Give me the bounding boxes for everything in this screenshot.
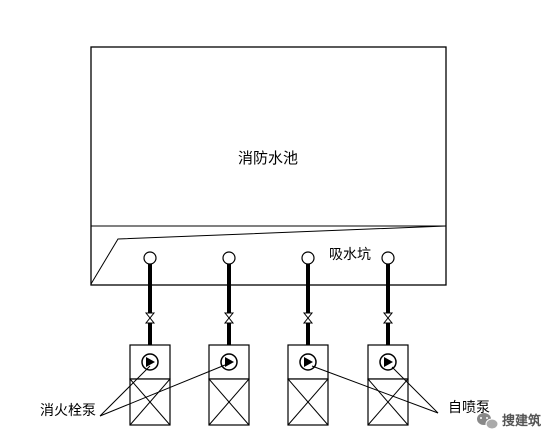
sump-slope bbox=[90, 225, 447, 285]
pump-body bbox=[367, 344, 409, 380]
valve-icon bbox=[144, 312, 156, 324]
valve-icon bbox=[223, 312, 235, 324]
pump-icon-impeller bbox=[384, 357, 393, 367]
pump-icon-impeller bbox=[225, 357, 234, 367]
pump-unit-3 bbox=[287, 251, 329, 426]
leader-line-sprinkler-2 bbox=[391, 366, 439, 414]
suction-inlet bbox=[381, 251, 395, 265]
pump-unit-1 bbox=[129, 251, 171, 426]
wechat-icon bbox=[477, 413, 499, 430]
leader-line-hydrant-2 bbox=[99, 364, 226, 417]
suction-inlet bbox=[222, 251, 236, 265]
fire-water-tank bbox=[90, 46, 447, 286]
pump-unit-2 bbox=[208, 251, 250, 426]
sprinkler-pump-label: 自喷泵 bbox=[448, 400, 490, 416]
tank-label: 消防水池 bbox=[238, 149, 298, 167]
pump-unit-4 bbox=[367, 251, 409, 426]
leader-line-hydrant-1 bbox=[99, 365, 151, 417]
valve-icon bbox=[302, 312, 314, 324]
valve-icon bbox=[382, 312, 394, 324]
sump-label: 吸水坑 bbox=[329, 247, 371, 263]
motor-cross-b bbox=[208, 378, 250, 426]
motor-cross-b bbox=[367, 378, 409, 426]
hydrant-pump-label: 消火栓泵 bbox=[40, 403, 96, 419]
suction-inlet bbox=[143, 251, 157, 265]
suction-inlet bbox=[301, 251, 315, 265]
pump-icon-impeller bbox=[146, 357, 155, 367]
leader-line-sprinkler-1 bbox=[311, 365, 439, 414]
pump-icon-impeller bbox=[304, 357, 313, 367]
motor-cross-b bbox=[129, 378, 171, 426]
watermark-text: 搜建筑 bbox=[502, 413, 541, 429]
motor-cross-b bbox=[287, 378, 329, 426]
watermark: 搜建筑 bbox=[477, 413, 541, 430]
